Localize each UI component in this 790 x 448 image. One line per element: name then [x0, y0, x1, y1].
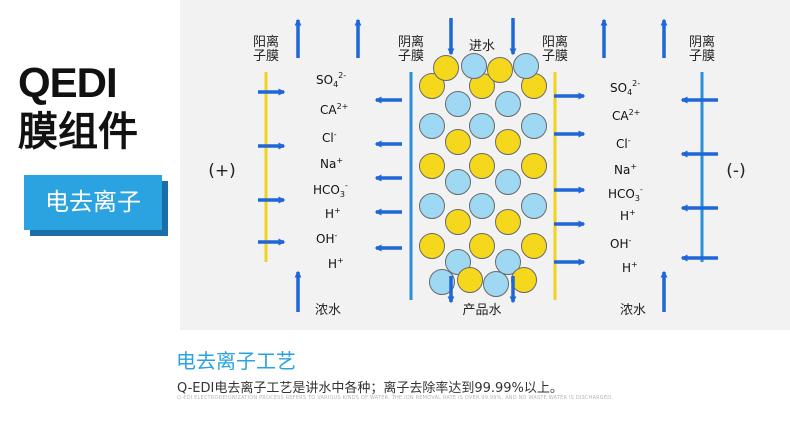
ion-label: CA2+ [320, 102, 348, 117]
ion-label: SO42- [316, 71, 346, 89]
cathode-label: (-) [726, 161, 745, 181]
membrane-label-1b: 子膜 [253, 49, 279, 64]
cation-resin-bead [445, 129, 471, 155]
ion-label: HCO3- [608, 185, 643, 203]
anion-resin-bead [513, 53, 539, 79]
membrane-label-3b: 子膜 [542, 49, 568, 64]
anion-resin-bead [469, 113, 495, 139]
module-title-line2: 膜组件 [18, 110, 138, 154]
membrane-label-4b: 子膜 [689, 49, 715, 64]
ion-label: H+ [620, 208, 636, 223]
cation-resin-bead [419, 73, 445, 99]
anion-resin-bead [419, 113, 445, 139]
cation-resin-bead [469, 153, 495, 179]
product-water-label: 产品水 [462, 303, 501, 318]
ion-label: H+ [622, 260, 638, 275]
anion-resin-bead [445, 91, 471, 117]
ion-label: H+ [325, 206, 341, 221]
ion-label: SO42- [610, 79, 640, 97]
process-description-en: Q-EDI ELECTRODEIONIZATION PROCESS REFERS… [177, 395, 614, 401]
process-title: 电去离子工艺 [176, 349, 296, 373]
ions-right-column: SO42- CA2+ Cl- Na+ HCO3- H+ OH- H+ [608, 79, 643, 275]
concentrate-left-label: 浓水 [315, 303, 341, 318]
anion-resin-bead [469, 193, 495, 219]
membrane-label-2b: 子膜 [398, 49, 424, 64]
anion-resin-bead [521, 113, 547, 139]
cation-resin-bead [419, 233, 445, 259]
ion-label: Cl- [616, 136, 631, 151]
anion-resin-bead [419, 193, 445, 219]
cation-resin-bead [445, 209, 471, 235]
process-description: Q-EDI电去离子工艺是讲水中各种；离子去除率达到99.99%以上。 [177, 381, 563, 396]
anion-resin-bead [461, 53, 487, 79]
membrane-label-3a: 阳离 [542, 34, 568, 50]
ion-label: Cl- [322, 130, 337, 145]
anode-label: (+) [208, 161, 236, 181]
anion-resin-bead [445, 249, 471, 275]
membrane-label-4a: 阴离 [689, 34, 715, 50]
inlet-label: 进水 [469, 39, 495, 54]
module-title: QEDI 膜组件 [18, 60, 168, 158]
anion-resin-bead [521, 193, 547, 219]
module-title-line1: QEDI [18, 59, 118, 106]
cation-resin-bead [521, 233, 547, 259]
ion-label: OH- [610, 236, 631, 251]
cation-resin-bead [419, 153, 445, 179]
anion-resin-bead [495, 169, 521, 195]
cation-resin-bead [521, 153, 547, 179]
membrane-label-2a: 阴离 [398, 34, 424, 50]
concentrate-right-label: 浓水 [620, 303, 646, 318]
anion-resin-bead [495, 91, 521, 117]
anion-resin-bead [429, 269, 455, 295]
resin-beads [419, 53, 547, 297]
ions-left-column: SO42- CA2+ Cl- Na+ HCO3- H+ OH- H+ [313, 71, 348, 271]
ion-label: CA2+ [612, 108, 640, 123]
anion-resin-bead [445, 169, 471, 195]
cation-resin-bead [433, 55, 459, 81]
ion-label: HCO3- [313, 181, 348, 199]
process-badge: 电去离子 [24, 175, 162, 230]
ion-label: Na+ [614, 162, 637, 177]
cation-resin-bead [511, 267, 537, 293]
cation-resin-bead [469, 233, 495, 259]
anion-resin-bead [483, 271, 509, 297]
ion-label: Na+ [320, 156, 343, 171]
membrane-label-1a: 阳离 [253, 34, 279, 50]
cation-resin-bead [495, 209, 521, 235]
cation-resin-bead [487, 57, 513, 83]
edi-diagram-svg: 阳离 子膜 阴离 子膜 阳离 子膜 阴离 子膜 进水 产品水 浓水 浓水 (+)… [208, 18, 746, 318]
flow-arrows [258, 18, 718, 312]
ion-label: OH- [316, 231, 337, 246]
cation-resin-bead [457, 267, 483, 293]
ion-label: H+ [328, 256, 344, 271]
anion-resin-bead [495, 249, 521, 275]
edi-diagram: 阳离 子膜 阴离 子膜 阳离 子膜 阴离 子膜 进水 产品水 浓水 浓水 (+)… [180, 0, 790, 330]
cation-resin-bead [495, 129, 521, 155]
